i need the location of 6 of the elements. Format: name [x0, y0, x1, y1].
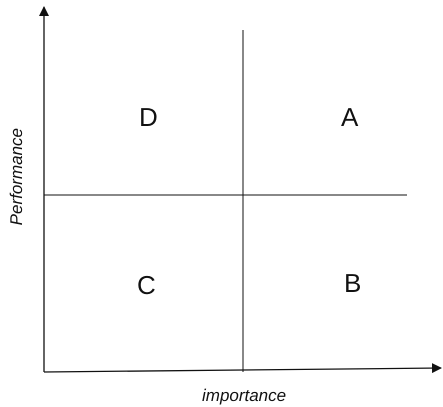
quadrant-label: D: [139, 104, 158, 130]
quadrant-label: B: [344, 270, 362, 296]
quadrant-label: C: [137, 272, 156, 298]
axis-title: importance: [202, 387, 286, 404]
quadrant-label: A: [341, 104, 358, 130]
axis-title: Performance: [8, 128, 25, 226]
